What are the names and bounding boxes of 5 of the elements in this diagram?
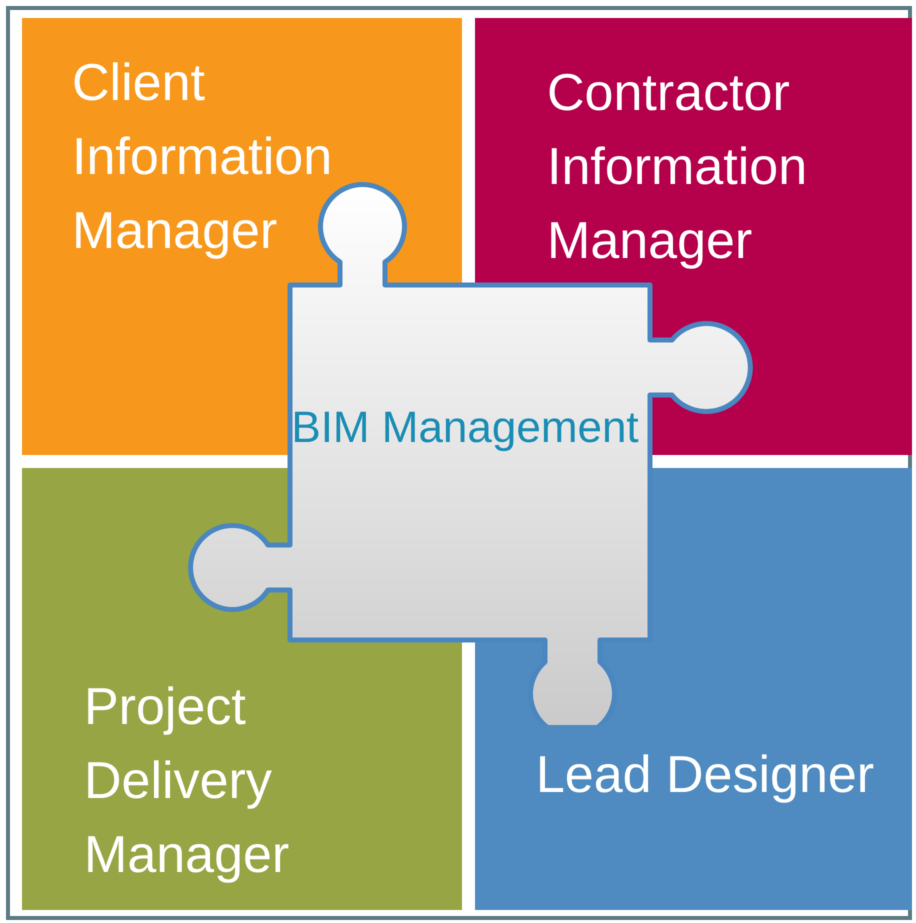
role-title: Contractor Information Manager — [547, 63, 808, 272]
center-title: BIM Management — [290, 402, 640, 454]
role-title: Client Information Manager — [72, 53, 334, 262]
role-title: Project Delivery Manager — [84, 677, 290, 886]
role-title: Lead Designer — [535, 745, 875, 806]
